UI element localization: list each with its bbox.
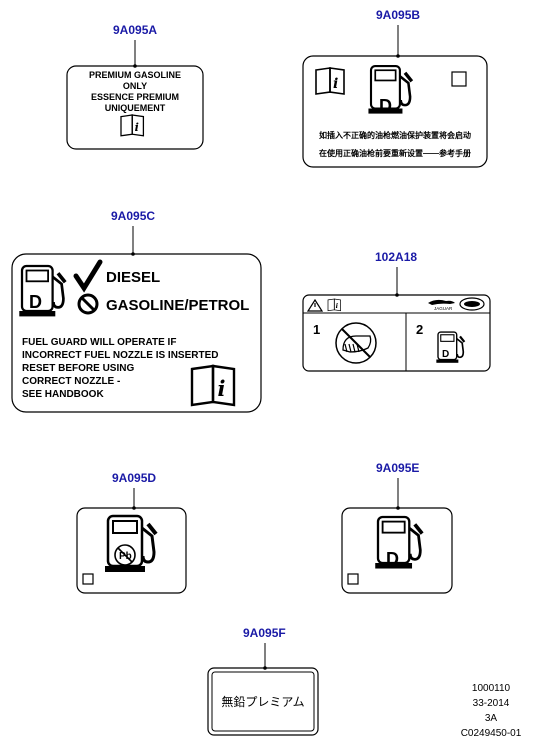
- label-b-cn-line-2: 在使用正确油枪前要重新设置——参考手册: [319, 148, 471, 158]
- label-9a095b: 9A095B D 如插入不正确的油枪燃油保护装置将会启动 在使用正确油枪前要重新…: [302, 8, 488, 168]
- handbook-icon: [190, 364, 236, 407]
- label-c-line-5: SEE HANDBOOK: [22, 389, 104, 400]
- label-9a095c: 9A095C D DIESEL GASOLINE/PETROL FUEL GUA…: [11, 209, 262, 413]
- label-c-line-1: FUEL GUARD WILL OPERATE IF: [22, 337, 176, 348]
- unleaded-symbol-icon: Pb: [114, 544, 136, 566]
- label-outline: [341, 507, 453, 594]
- fuel-letter-icon: D: [379, 96, 392, 116]
- part-code-9a095c: 9A095C: [111, 209, 155, 223]
- label-c-line-3: RESET BEFORE USING: [22, 363, 134, 374]
- label-outline-outer: [207, 667, 319, 736]
- label-a-line-1: PREMIUM GASOLINE: [89, 70, 181, 80]
- fuel-letter-icon: D: [442, 349, 449, 360]
- label-a-line-3: ESSENCE PREMIUM: [91, 92, 179, 102]
- jaguar-leaper-icon: [428, 299, 455, 305]
- label-c-gasoline: GASOLINE/PETROL: [106, 297, 249, 314]
- label-102a18: 102A18 JAGUAR 1 2 D: [302, 250, 491, 372]
- fuel-pump-icon: [435, 330, 466, 364]
- part-code-9a095d: 9A095D: [112, 471, 156, 485]
- label-outline: [302, 294, 491, 372]
- check-mark-icon: [73, 259, 103, 293]
- handbook-icon: [120, 114, 145, 137]
- label-outline: [66, 65, 204, 150]
- fuel-pump-icon: [17, 264, 68, 319]
- prohibited-icon: [77, 293, 99, 315]
- handbook-icon: [327, 298, 341, 312]
- svg-text:Pb: Pb: [119, 551, 132, 562]
- handbook-icon: [315, 67, 345, 95]
- part-code-9a095f: 9A095F: [243, 626, 286, 640]
- reference-line-4: C0249450-01: [461, 728, 522, 739]
- label-c-diesel: DIESEL: [106, 269, 160, 286]
- label-a-line-4: UNIQUEMENT: [105, 103, 166, 113]
- part-code-9a095b: 9A095B: [376, 8, 420, 22]
- fuel-letter-icon: D: [386, 549, 399, 569]
- land-rover-logo-icon: [459, 297, 485, 311]
- label-9a095d: 9A095D Pb: [76, 471, 187, 594]
- label-outline: [302, 55, 488, 168]
- jaguar-wordmark: JAGUAR: [434, 306, 453, 311]
- checkbox-square: [82, 573, 94, 585]
- part-code-102a18: 102A18: [375, 250, 417, 264]
- label-9a095a: 9A095A PREMIUM GASOLINE ONLY ESSENCE PRE…: [66, 23, 204, 150]
- reference-line-2: 33-2014: [473, 698, 510, 709]
- label-a-line-2: ONLY: [123, 81, 147, 91]
- step-1-number: 1: [313, 322, 320, 337]
- part-code-9a095a: 9A095A: [113, 23, 157, 37]
- label-outline: [76, 507, 187, 594]
- reference-line-1: 1000110: [472, 683, 511, 694]
- label-c-line-4: CORRECT NOZZLE -: [22, 376, 120, 387]
- label-outline-inner: [211, 671, 315, 732]
- no-fuel-funnel-icon: [335, 322, 377, 364]
- label-c-line-2: INCORRECT FUEL NOZZLE IS INSERTED: [22, 350, 219, 361]
- warning-triangle-icon: [306, 298, 324, 312]
- reference-block: 1000110 33-2014 3A C0249450-01: [461, 683, 522, 739]
- part-code-9a095e: 9A095E: [376, 461, 419, 475]
- fuel-letter-icon: D: [29, 292, 42, 312]
- checkbox-square: [347, 573, 359, 585]
- label-f-text: 無鉛プレミアム: [221, 694, 304, 709]
- label-9a095f: 9A095F 無鉛プレミアム: [207, 626, 319, 736]
- checkbox-square: [451, 71, 467, 87]
- label-b-cn-line-1: 如插入不正确的油枪燃油保护装置将会启动: [319, 130, 471, 140]
- label-9a095e: 9A095E D: [341, 461, 453, 594]
- reference-line-3: 3A: [485, 713, 498, 724]
- label-outline: [11, 253, 262, 413]
- step-2-number: 2: [416, 322, 423, 337]
